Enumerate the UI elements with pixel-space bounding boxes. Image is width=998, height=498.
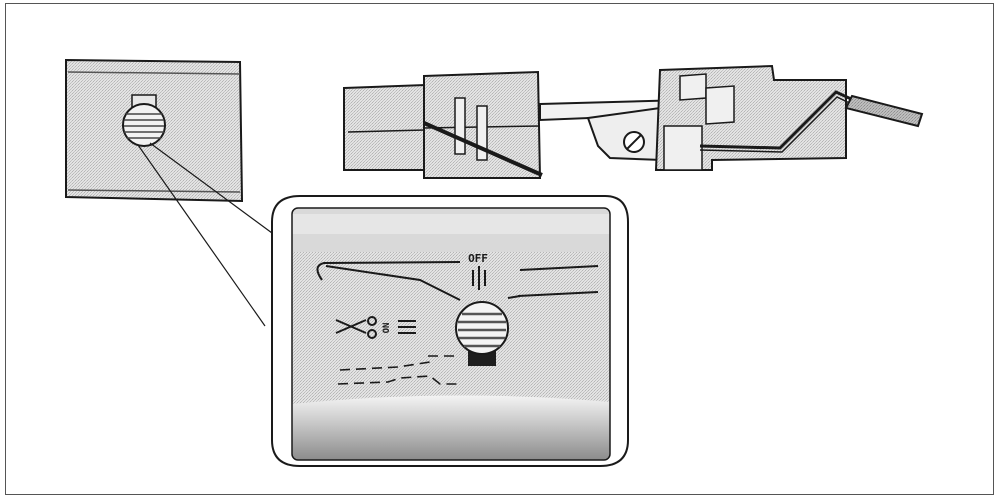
zoom-inset: OFF ON [271,195,629,467]
callout-line-lower [137,144,266,327]
thread-guide-icon [507,265,599,299]
stitch-pattern-icon [337,355,458,385]
off-label: OFF [468,252,488,265]
selector-dial-icon[interactable] [455,301,509,366]
callout-line-upper [149,142,273,234]
frame-border [5,3,994,495]
off-indicator-icon [472,266,486,290]
hook-icon [316,261,461,301]
lever-handle [844,94,924,128]
on-indicator-icon [398,320,416,334]
scissors-icon [335,316,377,339]
on-label: ON [382,323,392,334]
side-panel [65,58,244,203]
dial-small [122,94,166,147]
threader-mechanism [343,64,863,179]
